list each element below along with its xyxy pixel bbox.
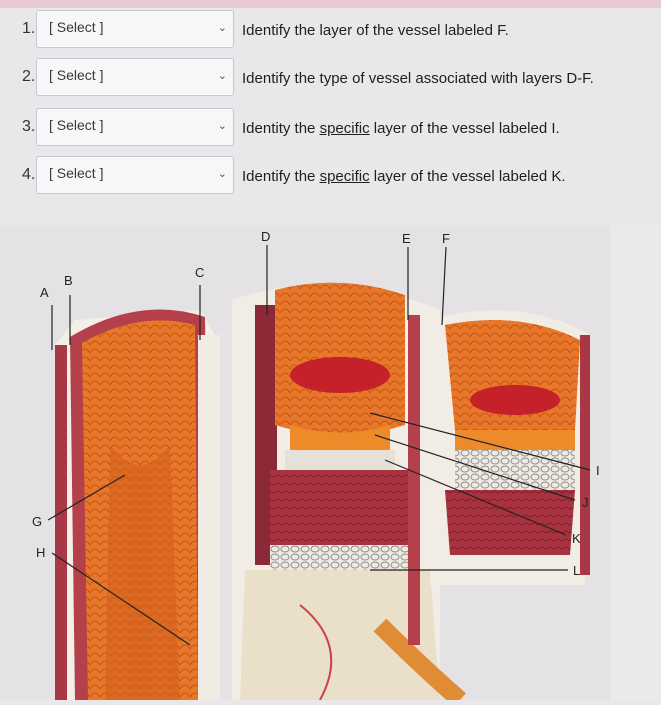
chevron-down-icon: ⌄ bbox=[217, 22, 227, 34]
label-b: B bbox=[64, 273, 73, 288]
question-number: 3. bbox=[22, 118, 36, 135]
label-c: C bbox=[195, 265, 204, 280]
question-number: 1. bbox=[22, 20, 36, 37]
question-3: 3. [ Select ] ⌄ Identity the specific la… bbox=[0, 108, 661, 148]
answer-select-4[interactable]: [ Select ] ⌄ bbox=[36, 156, 234, 194]
top-bar bbox=[0, 0, 661, 8]
answer-select-2[interactable]: [ Select ] ⌄ bbox=[36, 58, 234, 96]
label-l: L bbox=[573, 563, 580, 578]
label-j: J bbox=[582, 495, 589, 510]
label-i: I bbox=[596, 463, 600, 478]
question-4: 4. [ Select ] ⌄ Identify the specific la… bbox=[0, 156, 661, 196]
vessel-model-figure: A B C D E F G H I J K L bbox=[0, 225, 661, 705]
label-k: K bbox=[572, 531, 581, 546]
question-number: 2. bbox=[22, 68, 36, 85]
answer-select-3[interactable]: [ Select ] ⌄ bbox=[36, 108, 234, 146]
select-value: [ Select ] bbox=[49, 165, 104, 181]
question-text: Identify the type of vessel associated w… bbox=[242, 70, 594, 87]
label-f: F bbox=[442, 231, 450, 246]
question-text: Identify the specific layer of the vesse… bbox=[242, 168, 566, 185]
label-a: A bbox=[40, 285, 49, 300]
answer-select-1[interactable]: [ Select ] ⌄ bbox=[36, 10, 234, 48]
question-number: 4. bbox=[22, 166, 36, 183]
question-2: 2. [ Select ] ⌄ Identify the type of ves… bbox=[0, 58, 661, 98]
vessel-model-illustration: A B C D E F G H I J K L bbox=[0, 225, 661, 705]
chevron-down-icon: ⌄ bbox=[217, 168, 227, 180]
chevron-down-icon: ⌄ bbox=[217, 120, 227, 132]
select-value: [ Select ] bbox=[49, 67, 104, 83]
question-text: Identity the specific layer of the vesse… bbox=[242, 120, 560, 137]
chevron-down-icon: ⌄ bbox=[217, 70, 227, 82]
label-h: H bbox=[36, 545, 45, 560]
label-d: D bbox=[261, 229, 270, 244]
question-text: Identify the layer of the vessel labeled… bbox=[242, 22, 509, 39]
label-e: E bbox=[402, 231, 411, 246]
label-g: G bbox=[32, 514, 42, 529]
question-1: 1. [ Select ] ⌄ Identify the layer of th… bbox=[0, 10, 661, 50]
select-value: [ Select ] bbox=[49, 19, 104, 35]
select-value: [ Select ] bbox=[49, 117, 104, 133]
